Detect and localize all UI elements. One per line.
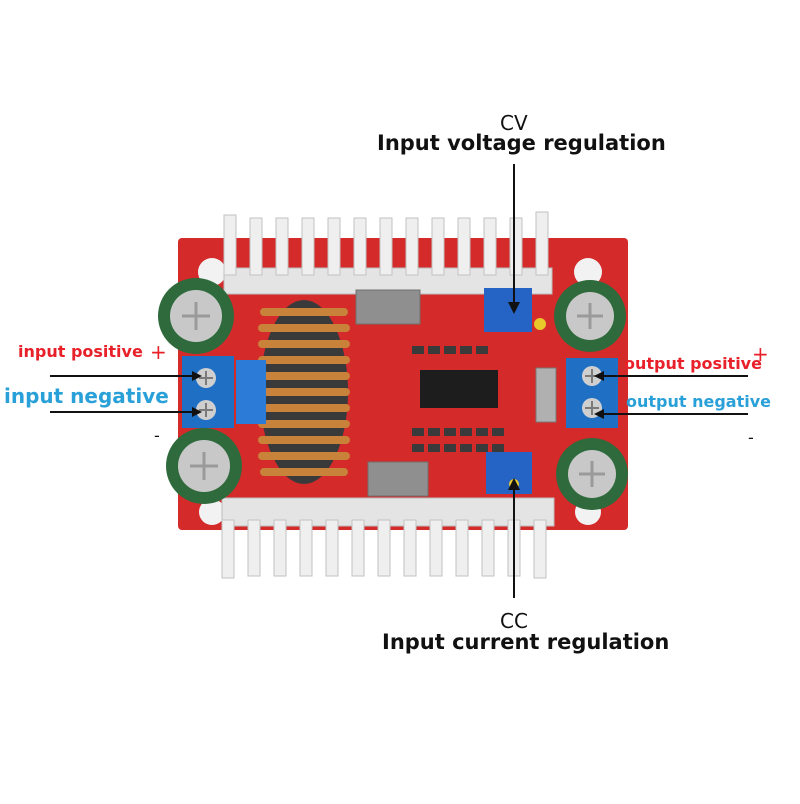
input-plus-sign: +: [150, 340, 167, 364]
cv-short-label: CV: [500, 111, 528, 135]
diode: [367, 461, 429, 497]
input-negative-label: input negative: [4, 384, 169, 408]
callout-lines: [50, 164, 748, 598]
fuse: [236, 360, 266, 424]
capacitor: [158, 278, 234, 354]
mosfet: [355, 289, 421, 325]
cc-short-label: CC: [500, 609, 528, 633]
mounting-hole: [574, 258, 602, 286]
input-minus-sign: -: [154, 426, 160, 445]
mounting-hole: [198, 258, 226, 286]
output-negative-label: output negative: [626, 392, 771, 411]
sense-resistor: [535, 367, 557, 423]
output-minus-sign: -: [748, 428, 754, 447]
cc-potentiometer: [486, 452, 532, 494]
cc-arrowhead: [508, 478, 520, 490]
output-plus-sign: +: [752, 342, 769, 366]
output-negative-arrowhead: [594, 409, 604, 419]
inductor-coil: [258, 300, 350, 484]
cc-title-label: Input current regulation: [382, 630, 670, 654]
output-positive-arrowhead: [594, 371, 604, 381]
input-positive-label: input positive: [18, 342, 143, 361]
capacitor: [166, 428, 242, 504]
capacitor: [556, 438, 628, 510]
cv-arrowhead: [508, 302, 520, 314]
output-terminal-block: [566, 358, 618, 428]
cv-potentiometer: [484, 288, 546, 332]
bottom-heatsink: [221, 497, 555, 579]
smd-components: [412, 346, 504, 452]
ic-chip: [420, 370, 498, 408]
cv-title-label: Input voltage regulation: [377, 131, 666, 155]
capacitor: [554, 280, 626, 352]
mounting-hole: [199, 499, 225, 525]
input-terminal-block: [182, 356, 234, 428]
output-positive-label: output positive: [624, 354, 762, 373]
input-positive-arrowhead: [192, 371, 202, 381]
input-negative-arrowhead: [192, 407, 202, 417]
